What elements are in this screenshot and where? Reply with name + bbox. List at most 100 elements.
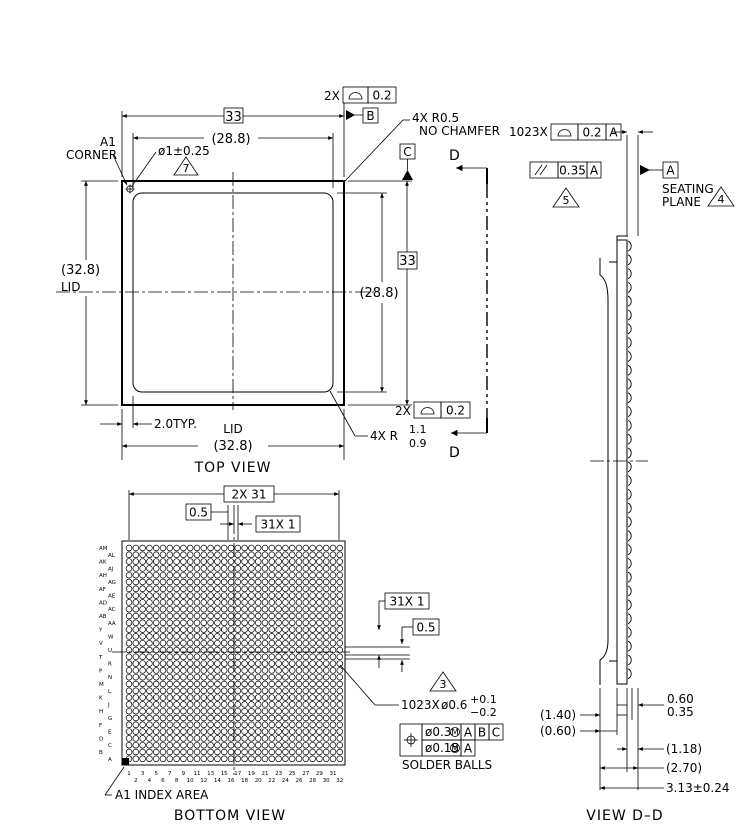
side-solder-ball xyxy=(627,516,632,528)
solder-ball xyxy=(282,626,289,633)
solder-ball xyxy=(329,646,337,654)
solder-ball xyxy=(282,571,289,579)
solder-ball xyxy=(207,660,214,667)
side-solder-ball xyxy=(627,488,632,500)
solder-ball xyxy=(322,694,330,701)
solder-ball xyxy=(220,714,228,722)
ball-grid xyxy=(125,544,344,763)
solder-ball xyxy=(309,585,316,593)
solder-ball xyxy=(166,741,174,749)
solder-ball xyxy=(152,599,160,606)
solder-ball xyxy=(173,544,180,552)
solder-ball xyxy=(295,605,303,613)
solder-ball xyxy=(207,721,214,729)
solder-ball xyxy=(207,687,214,695)
solder-ball xyxy=(268,707,276,715)
solder-ball xyxy=(159,653,167,661)
solder-ball xyxy=(166,599,174,606)
solder-ball xyxy=(254,680,262,688)
solder-ball xyxy=(152,660,160,667)
a1-index-area-label: A1 INDEX AREA xyxy=(115,788,209,802)
solder-ball xyxy=(336,633,344,640)
solder-ball xyxy=(166,667,174,674)
solder-ball xyxy=(166,694,174,701)
solder-ball xyxy=(254,639,262,647)
solder-ball xyxy=(227,701,235,708)
solder-ball xyxy=(132,626,140,633)
column-label: 2 xyxy=(134,778,138,784)
solder-ball xyxy=(316,687,323,695)
solder-ball xyxy=(302,687,310,695)
solder-ball xyxy=(146,585,153,593)
solder-ball xyxy=(322,619,330,627)
solder-ball xyxy=(302,599,310,606)
solder-ball-column xyxy=(627,240,632,680)
solder-ball xyxy=(173,633,180,640)
solder-ball xyxy=(125,592,133,599)
note5-triangle xyxy=(552,187,580,208)
solder-ball xyxy=(316,680,323,688)
solder-ball xyxy=(254,619,262,627)
solder-ball xyxy=(261,646,269,654)
solder-ball xyxy=(180,660,187,667)
solder-ball xyxy=(152,551,160,559)
hole-dia: ø1±0.25 xyxy=(158,144,210,158)
solder-ball xyxy=(302,673,310,681)
solder-ball xyxy=(322,707,330,715)
solder-ball xyxy=(159,592,167,599)
solder-ball xyxy=(207,653,214,661)
solder-ball xyxy=(234,585,242,593)
solder-ball xyxy=(186,633,194,640)
solder-ball xyxy=(248,660,255,667)
solder-ball xyxy=(302,694,310,701)
solder-ball xyxy=(288,721,296,729)
solder-ball xyxy=(295,714,303,722)
solder-ball xyxy=(309,653,316,661)
solder-ball xyxy=(193,667,201,674)
solder-ball xyxy=(132,571,140,579)
solder-ball xyxy=(316,639,323,647)
solder-ball xyxy=(336,755,344,763)
solder-ball xyxy=(254,626,262,633)
solder-ball xyxy=(166,605,174,613)
solder-ball xyxy=(180,578,187,586)
solder-ball xyxy=(295,673,303,681)
column-label: 25 xyxy=(289,771,296,777)
solder-ball xyxy=(316,585,323,593)
solder-ball xyxy=(295,571,303,579)
fcf-top-count: 2X xyxy=(324,89,340,103)
note5: 5 xyxy=(563,194,570,207)
solder-ball xyxy=(214,544,221,552)
solder-ball xyxy=(336,544,344,552)
solder-ball xyxy=(207,701,214,708)
solder-ball xyxy=(132,673,140,681)
solder-ball xyxy=(241,605,248,613)
solder-ball xyxy=(261,565,269,572)
solder-ball xyxy=(180,694,187,701)
solder-ball xyxy=(288,728,296,735)
solder-ball xyxy=(322,748,330,756)
solder-ball xyxy=(200,578,208,586)
solder-ball xyxy=(173,592,180,599)
side-solder-ball xyxy=(627,475,632,487)
solder-ball xyxy=(139,639,146,647)
solder-ball xyxy=(173,755,180,763)
dd-parallel-value: 0.35 xyxy=(559,164,586,178)
solder-ball xyxy=(302,667,310,674)
solder-ball xyxy=(132,592,140,599)
solder-ball xyxy=(200,680,208,688)
solder-ball xyxy=(248,612,255,620)
solder-ball xyxy=(152,707,160,715)
solder-ball xyxy=(152,667,160,674)
solder-ball xyxy=(309,626,316,633)
solder-ball xyxy=(152,565,160,572)
solder-ball xyxy=(241,558,248,565)
solder-ball xyxy=(275,741,282,749)
fcf-row1-datum-c: C xyxy=(492,726,500,740)
solder-ball xyxy=(180,741,187,749)
solder-ball xyxy=(329,735,337,742)
solder-ball xyxy=(146,605,153,613)
solder-ball xyxy=(193,680,201,688)
solder-ball xyxy=(152,633,160,640)
solder-ball xyxy=(220,551,228,559)
